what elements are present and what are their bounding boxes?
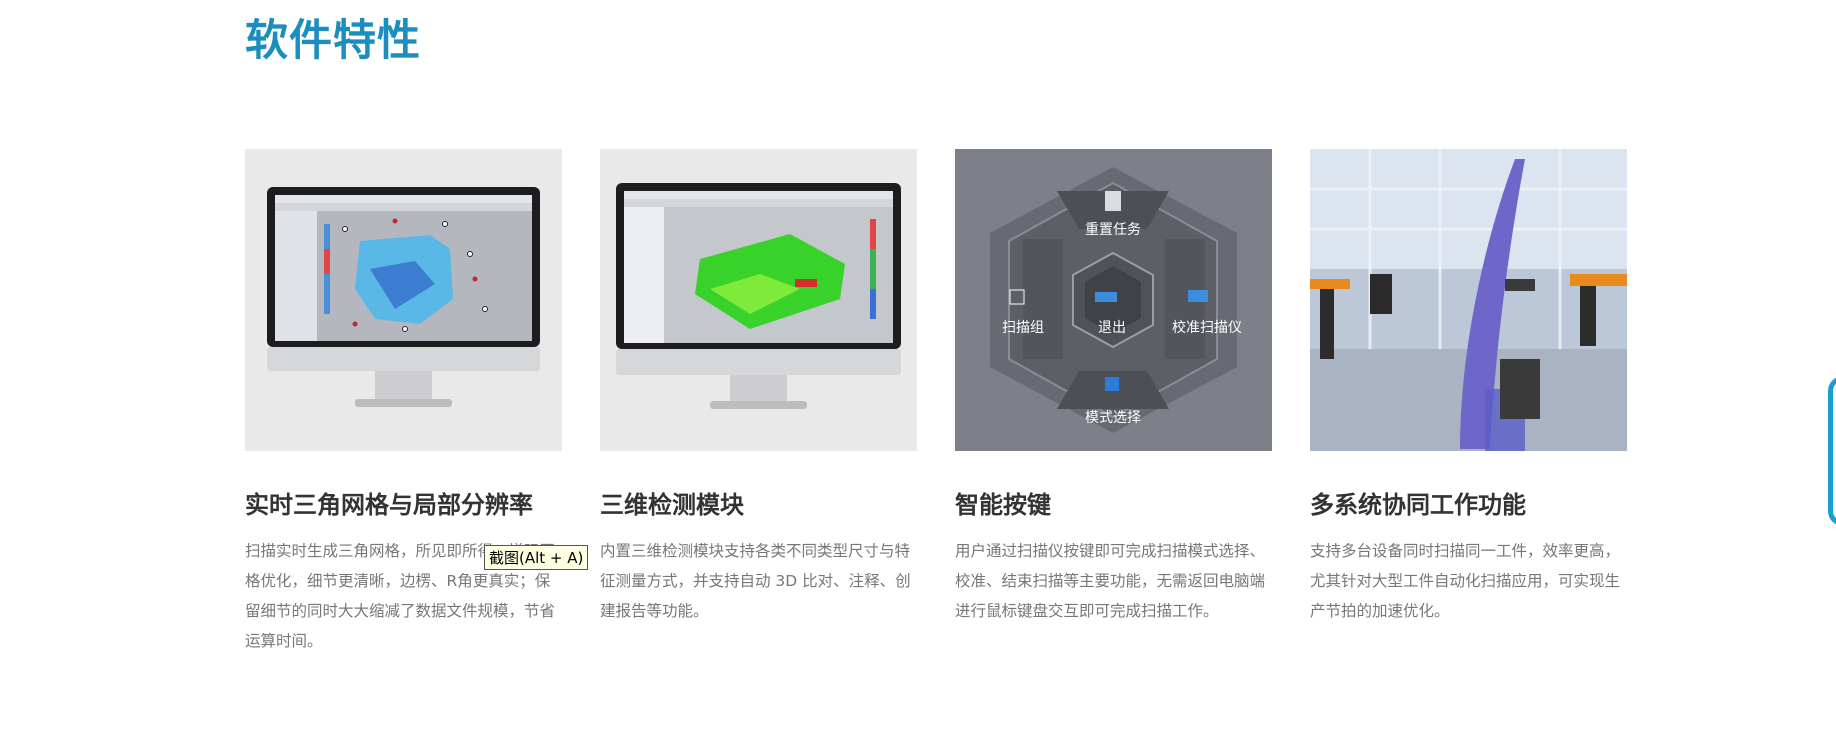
card-description: 支持多台设备同时扫描同一工件，效率更高，尤其针对大型工件自动化扫描应用，可实现生… [1310,542,1621,620]
card-title: 智能按键 [955,491,1051,519]
floating-side-widget[interactable] [1828,376,1836,526]
monitor-illustration-icon [245,149,562,451]
card-description: 用户通过扫描仪按键即可完成扫描模式选择、校准、结束扫描等主要功能，无需返回电脑端… [955,542,1266,620]
scan-group-key-label: 扫描组 [1002,320,1044,336]
card-title: 多系统协同工作功能 [1310,491,1526,519]
reset-task-key-label: 重置任务 [1085,222,1141,238]
calibrate-scanner-key-label: 校准扫描仪 [1172,320,1242,336]
robot-cell-image [1310,149,1627,451]
feature-card-mesh: 实时三角网格与局部分辨率 扫描实时生成三角网格，所见即所得，增强网格优化，细节更… [245,149,562,656]
robot-scanning-photo-icon [1310,149,1627,451]
card-title: 实时三角网格与局部分辨率 [245,491,533,519]
card-description: 扫描实时生成三角网格，所见即所得，增强网格优化，细节更清晰，边楞、R角更真实；保… [245,542,556,650]
feature-card-inspection: 三维检测模块 内置三维检测模块支持各类不同类型尺寸与特征测量方式，并支持自动 3… [600,149,917,626]
mesh-screenshot-image [245,149,562,451]
exit-key-label: 退出 [1098,320,1126,336]
screenshot-tooltip: 截图(Alt + A) [484,545,589,570]
hex-keypad-icon [955,149,1272,451]
mode-select-key-label: 模式选择 [1085,410,1141,426]
feature-card-smart-keys: 重置任务 扫描组 退出 校准扫描仪 模式选择 智能按键 用户通过扫描仪按键即可完… [955,149,1272,626]
card-title: 三维检测模块 [600,491,744,519]
inspection-screenshot-image [600,149,917,451]
card-description: 内置三维检测模块支持各类不同类型尺寸与特征测量方式，并支持自动 3D 比对、注释… [600,542,911,620]
feature-card-multi-system: 多系统协同工作功能 支持多台设备同时扫描同一工件，效率更高，尤其针对大型工件自动… [1310,149,1627,626]
section-title: 软件特性 [245,16,421,66]
monitor-illustration-icon [600,149,917,451]
smart-keys-image: 重置任务 扫描组 退出 校准扫描仪 模式选择 [955,149,1272,451]
